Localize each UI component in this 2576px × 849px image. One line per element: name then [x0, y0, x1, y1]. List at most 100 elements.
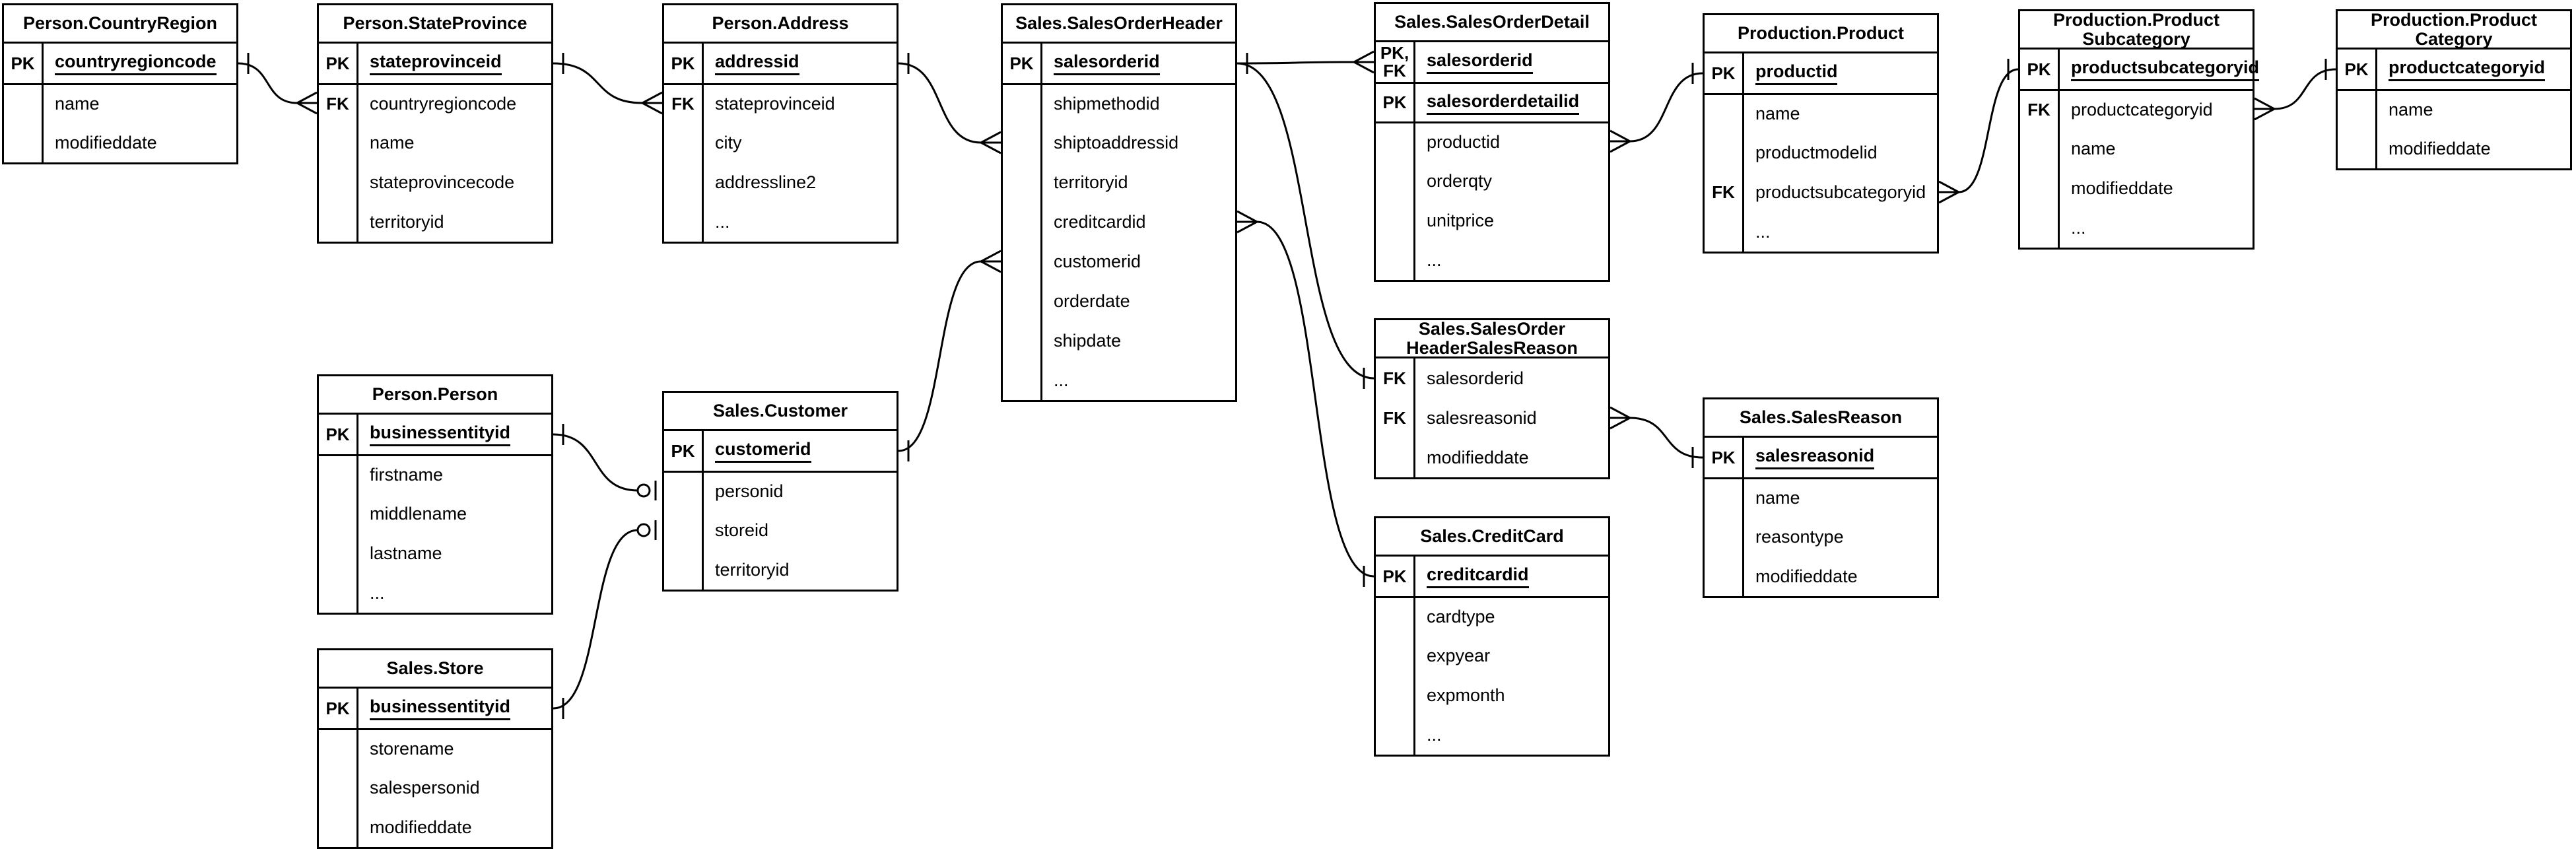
field-name: salesreasonid: [1744, 438, 1937, 477]
field-text: stateprovincecode: [370, 172, 515, 192]
field-name: ...: [2060, 208, 2253, 248]
field-name: modifieddate: [2060, 168, 2253, 208]
field-text: name: [1755, 488, 1800, 508]
key-label: PK, FK: [1376, 42, 1415, 82]
attribute-row: shipdate: [1003, 321, 1235, 360]
field-name: productsubcategoryid: [2060, 50, 2260, 89]
field-name: productmodelid: [1744, 133, 1937, 172]
field-name: stateprovinceid: [358, 44, 551, 83]
attribute-row: stateprovincecode: [319, 162, 551, 202]
field-name: name: [1744, 479, 1937, 517]
attribute-row: ...: [2020, 208, 2253, 248]
field-text: ...: [1427, 724, 1442, 745]
field-text: ...: [1427, 250, 1442, 270]
primary-key-field: businessentityid: [370, 696, 511, 720]
field-name: addressid: [704, 44, 897, 83]
field-text: ...: [715, 211, 730, 232]
field-name: territoryid: [1042, 162, 1235, 202]
field-text: customerid: [1054, 251, 1141, 271]
entity-title-line: Sales.SalesOrderHeader: [1015, 13, 1223, 33]
field-name: modifieddate: [2377, 129, 2570, 168]
field-name: productcategoryid: [2377, 50, 2570, 89]
entity-title-line: Person.CountryRegion: [22, 13, 218, 33]
attribute-row: modifieddate: [1705, 557, 1937, 596]
field-text: orderqty: [1427, 170, 1493, 191]
entity-title: Person.Person: [319, 376, 551, 415]
field-name: productcategoryid: [2060, 91, 2253, 129]
key-label: [664, 123, 704, 162]
key-label: PK: [1003, 44, 1042, 83]
key-label: [2020, 168, 2060, 208]
key-label: [1003, 123, 1042, 162]
key-label: [1003, 202, 1042, 242]
field-text: middlename: [370, 503, 467, 524]
attribute-row: storeid: [664, 510, 897, 550]
field-text: territoryid: [1054, 172, 1128, 192]
key-label: PK: [1376, 557, 1415, 596]
key-label: [1376, 636, 1415, 675]
key-label: PK: [2338, 50, 2377, 89]
key-label: [664, 473, 704, 510]
attribute-row: firstname: [319, 454, 551, 494]
field-text: name: [2389, 100, 2433, 119]
attribute-row: ...: [1003, 360, 1235, 400]
key-label: FK: [664, 85, 704, 123]
relationship-salesorderheader-sohsalesreason: [1237, 53, 1374, 389]
field-text: shiptoaddressid: [1054, 132, 1179, 153]
attribute-row: shipmethodid: [1003, 83, 1235, 123]
field-text: name: [1755, 104, 1800, 123]
entity-title: Sales.CreditCard: [1376, 518, 1608, 557]
attribute-row: modifieddate: [1376, 438, 1608, 477]
key-label: [319, 123, 358, 162]
field-name: productid: [1744, 53, 1937, 93]
attribute-row: shiptoaddressid: [1003, 123, 1235, 162]
attribute-row: modifieddate: [2020, 168, 2253, 208]
key-label: [319, 573, 358, 613]
attribute-row: middlename: [319, 494, 551, 533]
field-name: orderqty: [1415, 161, 1608, 201]
field-text: ...: [2071, 217, 2086, 238]
attribute-row: ...: [1376, 240, 1608, 280]
key-label: [1376, 438, 1415, 477]
field-name: modifieddate: [1744, 557, 1937, 596]
field-name: name: [44, 85, 236, 123]
entity-title-line: Sales.Customer: [712, 401, 848, 421]
field-name: productsubcategoryid: [1744, 172, 1937, 212]
entity-title-line: Person.StateProvince: [343, 13, 527, 33]
entity-title-line: Category: [2415, 28, 2493, 49]
entity-title-line: Person.Person: [372, 384, 498, 404]
attribute-row: name: [319, 123, 551, 162]
field-name: modifieddate: [1415, 438, 1608, 477]
field-name: ...: [1415, 240, 1608, 280]
field-text: productmodelid: [1755, 142, 1878, 162]
field-text: shipdate: [1054, 330, 1122, 351]
field-name: addressline2: [704, 162, 897, 202]
attribute-row: customerid: [1003, 242, 1235, 281]
entity-title: Sales.SalesReason: [1705, 399, 1937, 438]
key-label: FK: [1376, 398, 1415, 438]
field-name: ...: [1415, 715, 1608, 755]
attribute-row: lastname: [319, 533, 551, 573]
entity-title: Sales.SalesOrderHeader: [1003, 5, 1235, 44]
key-label: [2338, 91, 2377, 129]
field-text: ...: [1755, 221, 1771, 242]
attribute-row: name: [1705, 93, 1937, 133]
